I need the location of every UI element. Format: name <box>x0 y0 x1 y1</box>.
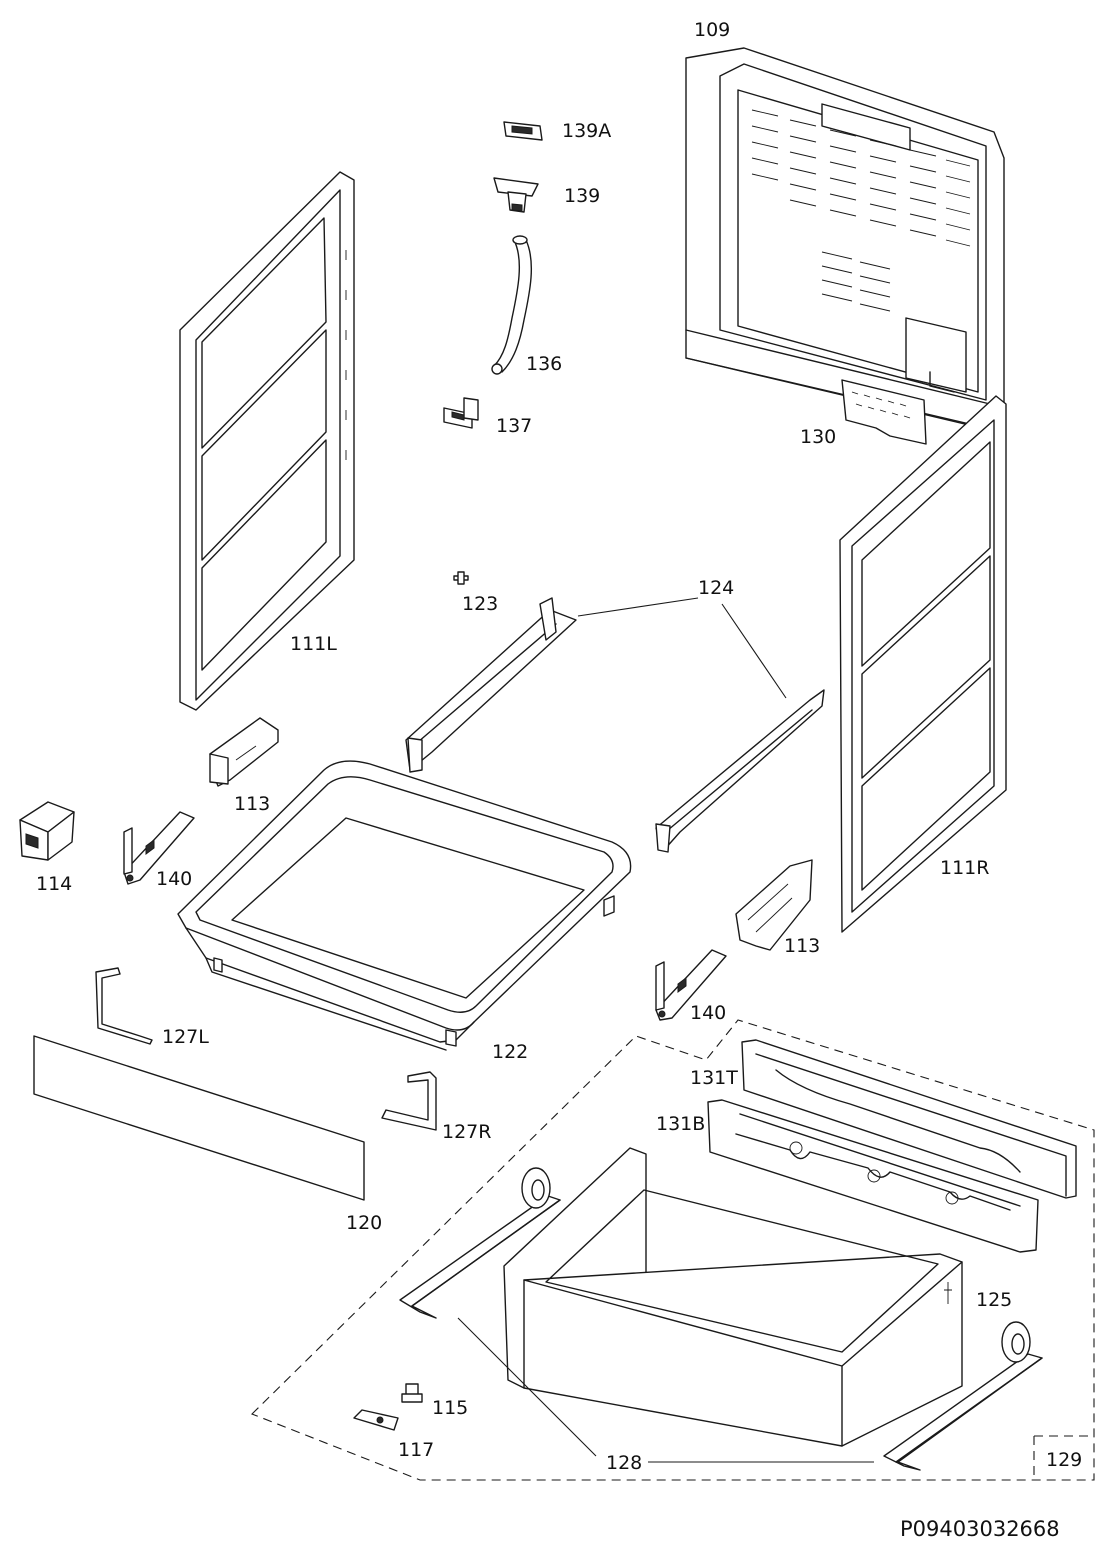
label-113-right: 113 <box>784 935 820 957</box>
label-113-left: 113 <box>234 793 270 815</box>
label-115: 115 <box>432 1397 468 1419</box>
label-139: 139 <box>564 185 600 207</box>
part-123-pin <box>453 571 469 585</box>
part-131t-rail <box>741 1039 1077 1199</box>
part-128-runner-left <box>399 1167 561 1319</box>
part-139a-clip <box>503 121 543 141</box>
part-111l-left-side-panel <box>179 171 355 711</box>
part-114-lock <box>19 801 75 861</box>
part-139-valve <box>493 177 539 213</box>
part-113-bracket-left <box>209 717 279 787</box>
label-140-right: 140 <box>690 1002 726 1024</box>
label-111l: 111L <box>290 633 337 655</box>
part-137-connector <box>443 397 479 429</box>
part-115-foot <box>401 1383 423 1403</box>
label-137: 137 <box>496 415 532 437</box>
label-130: 130 <box>800 426 836 448</box>
label-120: 120 <box>346 1212 382 1234</box>
part-127r-handle-bracket <box>381 1071 437 1131</box>
part-128-runner-right <box>883 1321 1043 1471</box>
label-117: 117 <box>398 1439 434 1461</box>
label-129: 129 <box>1046 1449 1082 1471</box>
label-131t: 131T <box>690 1067 738 1089</box>
part-136-hose <box>491 235 533 375</box>
label-109: 109 <box>694 19 730 41</box>
part-130-bracket <box>841 379 927 445</box>
document-code: P09403032668 <box>900 1517 1060 1541</box>
label-114: 114 <box>36 873 72 895</box>
label-124: 124 <box>698 577 734 599</box>
label-129-box <box>1033 1435 1094 1480</box>
part-labels: 109 139A 139 136 137 130 111L 111R 123 1… <box>36 19 1082 1541</box>
label-127l: 127L <box>162 1026 209 1048</box>
part-113-bracket-right <box>735 859 813 951</box>
label-140-left: 140 <box>156 868 192 890</box>
label-128: 128 <box>606 1452 642 1474</box>
part-124-runner-left <box>405 597 577 773</box>
part-117-plate <box>353 1409 399 1431</box>
part-140-hinge-right <box>655 949 727 1021</box>
part-140-hinge-left <box>123 811 195 885</box>
part-124-runner-right <box>655 689 825 853</box>
label-111r: 111R <box>940 857 989 879</box>
part-109-back-panel <box>685 47 1005 433</box>
label-125: 125 <box>976 1289 1012 1311</box>
part-125-drawer-frame <box>503 1147 963 1447</box>
label-123: 123 <box>462 593 498 615</box>
label-136: 136 <box>526 353 562 375</box>
part-131b-rail <box>707 1099 1039 1253</box>
part-122-drawer-tray <box>177 760 632 1051</box>
label-122: 122 <box>492 1041 528 1063</box>
label-139a: 139A <box>562 120 611 142</box>
leader-128 <box>457 1317 874 1463</box>
label-127r: 127R <box>442 1121 491 1143</box>
leader-124 <box>577 597 787 699</box>
part-120-front-panel <box>33 1035 365 1201</box>
part-127l-handle-bracket <box>95 967 153 1045</box>
label-131b: 131B <box>656 1113 705 1135</box>
part-111r-right-side-panel <box>839 395 1007 933</box>
